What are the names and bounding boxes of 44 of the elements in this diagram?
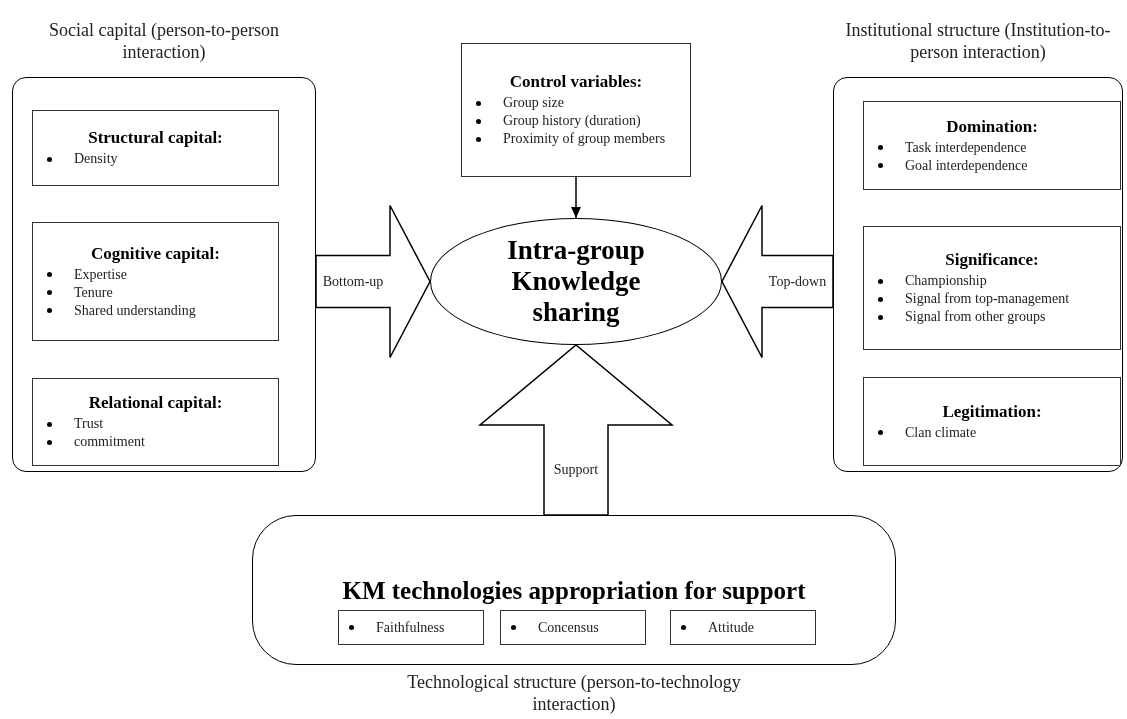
list-item-text: Goal interdependence: [905, 156, 1028, 175]
panel-heading: KM technologies appropriation for support: [341, 576, 807, 606]
item-box: [670, 610, 816, 645]
ellipse-label: Intra-group Knowledge sharing: [506, 235, 646, 328]
rounded-panel: [252, 515, 896, 665]
list-item-text: Faithfulness: [376, 618, 445, 637]
list-item-text: Concensus: [538, 618, 599, 637]
list-item-text: Signal from other groups: [905, 308, 1046, 326]
box-heading: Significance:: [944, 250, 1040, 270]
arrow: [571, 176, 581, 219]
list-item-text: Shared understanding: [74, 301, 196, 320]
box-heading: Legitimation:: [941, 401, 1043, 422]
item-box: [338, 610, 484, 645]
factor-box: [32, 222, 279, 341]
factor-box: [863, 101, 1121, 190]
factor-box: [863, 377, 1121, 466]
list-item-text: Attitude: [708, 618, 754, 637]
list-item-text: Task interdependence: [905, 138, 1027, 157]
edge-label: Support: [552, 462, 600, 478]
box-heading: Relational capital:: [87, 393, 224, 413]
box-heading: Control variables:: [508, 72, 644, 92]
factor-box: [32, 378, 279, 466]
item-box: [500, 610, 646, 645]
box-heading: Cognitive capital:: [90, 243, 221, 264]
box-heading: Structural capital:: [87, 128, 224, 148]
list-item-text: Championship: [905, 272, 987, 290]
list-item-text: Signal from top-management: [905, 290, 1070, 308]
box-heading: Domination:: [945, 116, 1039, 137]
panel-caption: Technological structure (person-to-technology interaction): [406, 671, 742, 715]
list-item-text: commitment: [74, 433, 145, 451]
list-item-text: Expertise: [74, 265, 127, 284]
factor-box: [32, 110, 279, 186]
group-heading: Institutional structure (Institution-to-person interaction): [844, 19, 1112, 63]
block-arrow: [477, 344, 675, 516]
factor-box: [461, 43, 691, 177]
list-item-text: Density: [74, 150, 118, 168]
factor-box: [863, 226, 1121, 350]
group-heading: Social capital (person-to-person interaction): [48, 19, 280, 63]
list-item-text: Tenure: [74, 283, 113, 302]
list-item-text: Group history (duration): [503, 112, 641, 130]
list-item-text: Trust: [74, 415, 104, 433]
list-item-text: Clan climate: [905, 423, 977, 442]
list-item-text: Group size: [503, 94, 565, 112]
list-item-text: Proximity of group members: [503, 130, 666, 148]
